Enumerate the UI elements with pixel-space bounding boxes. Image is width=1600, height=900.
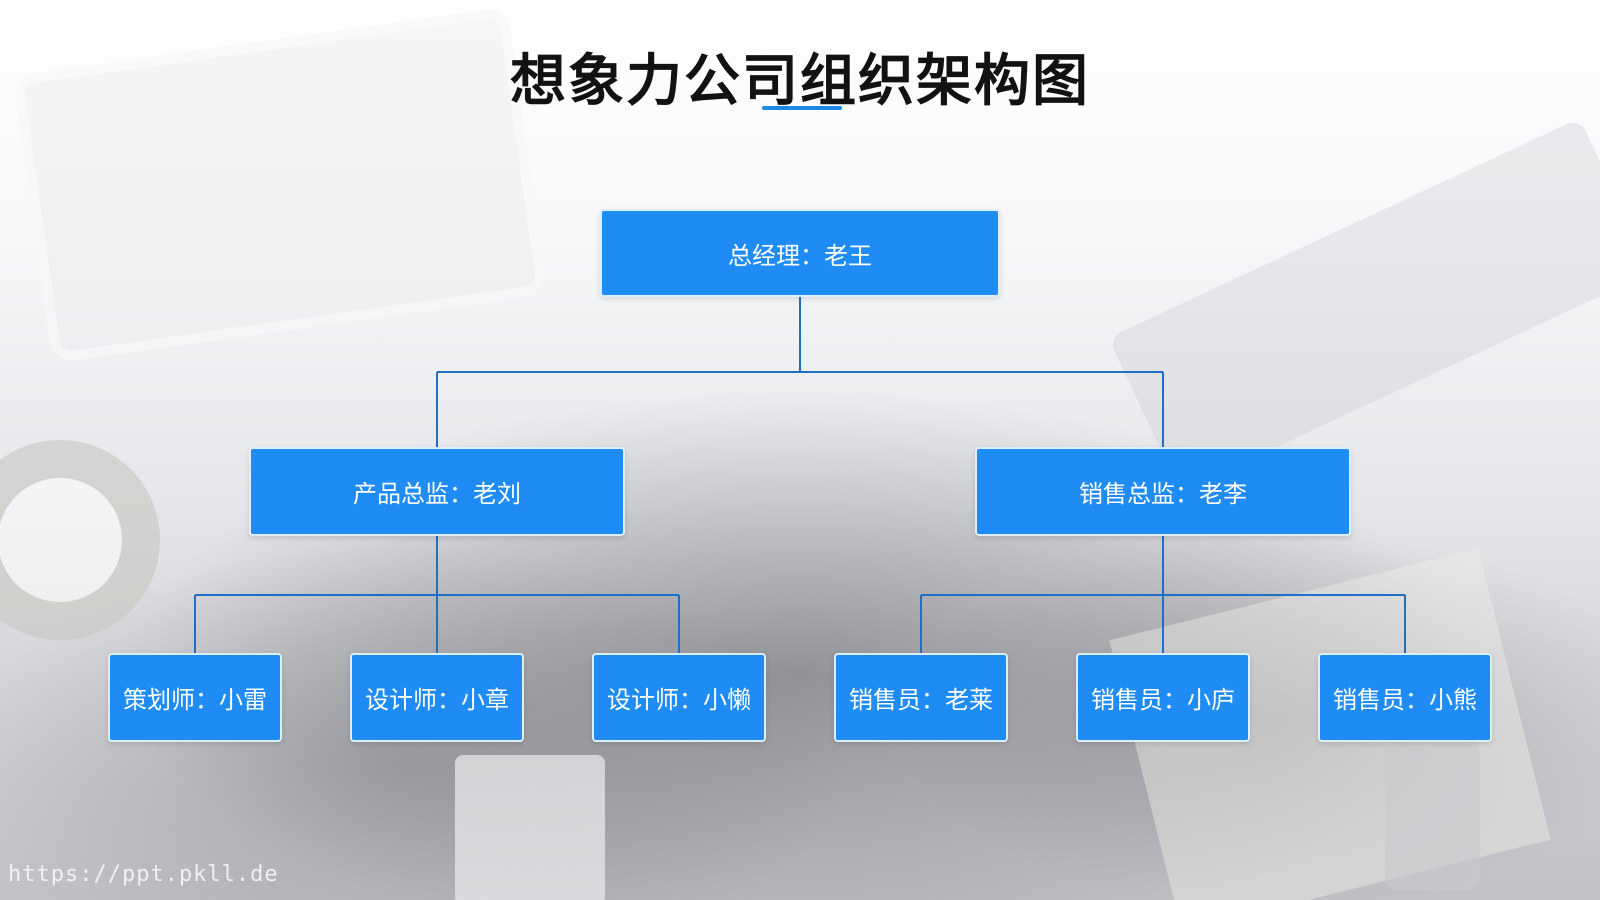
background-phone [1385, 740, 1480, 890]
node-general-manager[interactable]: 总经理：老王 [600, 209, 1000, 297]
node-member-designer-2[interactable]: 设计师：小懒 [592, 653, 766, 742]
node-product-director[interactable]: 产品总监：老刘 [249, 447, 625, 536]
background-calculator [455, 755, 605, 900]
watermark: https://ppt.pkll.de [8, 862, 279, 887]
page-title: 想象力公司组织架构图 [510, 49, 1090, 114]
node-member-sales-2[interactable]: 销售员：小庐 [1076, 653, 1250, 742]
background-coffee-cup [0, 440, 160, 640]
node-sales-director[interactable]: 销售总监：老李 [975, 447, 1351, 536]
title-underline [762, 106, 842, 110]
node-member-sales-1[interactable]: 销售员：老莱 [834, 653, 1008, 742]
node-member-planner[interactable]: 策划师：小雷 [108, 653, 282, 742]
node-member-designer-1[interactable]: 设计师：小章 [350, 653, 524, 742]
node-member-sales-3[interactable]: 销售员：小熊 [1318, 653, 1492, 742]
